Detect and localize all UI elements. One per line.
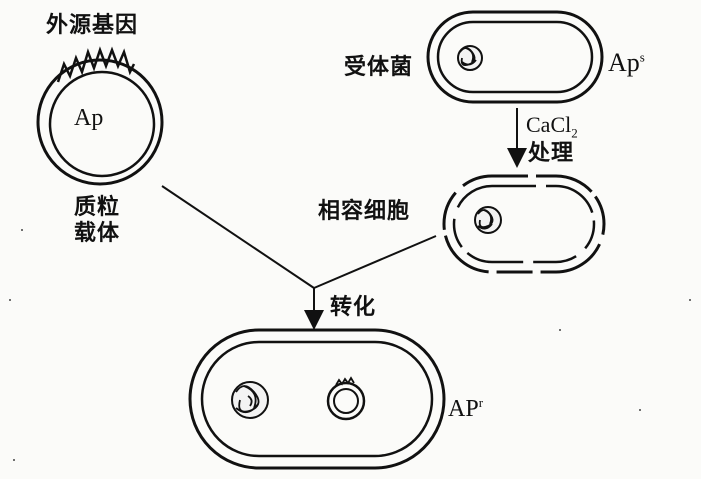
recipient-bacterium-label: 受体菌 — [344, 54, 414, 80]
foreign-gene-insert — [56, 46, 136, 83]
plasmid-vector-label-line1: 质粒 — [74, 194, 121, 220]
treatment-reagent-base: CaCl — [526, 112, 572, 137]
foreign-gene-label: 外源基因 — [46, 12, 139, 38]
recipient-marker-sup: s — [639, 49, 645, 65]
treatment-action-label: 处理 — [528, 140, 575, 166]
plasmid-vector-label-line2: 载体 — [74, 220, 121, 246]
competent-to-transformation-line — [313, 235, 437, 289]
treatment-reagent-sub: 2 — [571, 125, 578, 141]
plasmid-to-transformation-line — [161, 185, 315, 289]
transformed-bacterium-cell — [188, 328, 446, 470]
competent-cell-chromosome — [474, 206, 502, 234]
competent-cell — [442, 174, 606, 274]
scan-speckles — [9, 229, 691, 461]
recipient-marker: Aps — [608, 50, 645, 76]
recipient-chromosome — [457, 45, 483, 71]
transformation-label: 转化 — [330, 294, 377, 320]
plasmid-ap-marker: Ap — [74, 105, 104, 131]
plasmid-vector — [36, 58, 164, 186]
treatment-reagent: CaCl2 — [526, 112, 578, 141]
result-marker: APr — [448, 396, 483, 421]
result-marker-sup: r — [478, 395, 484, 410]
result-marker-base: AP — [448, 396, 479, 422]
competent-cell-label: 相容细胞 — [318, 198, 411, 224]
recipient-marker-base: Ap — [608, 48, 640, 77]
recombinant-plasmid — [326, 376, 366, 421]
transformed-chromosome — [231, 381, 269, 419]
recipient-bacterium-cell — [426, 10, 604, 104]
